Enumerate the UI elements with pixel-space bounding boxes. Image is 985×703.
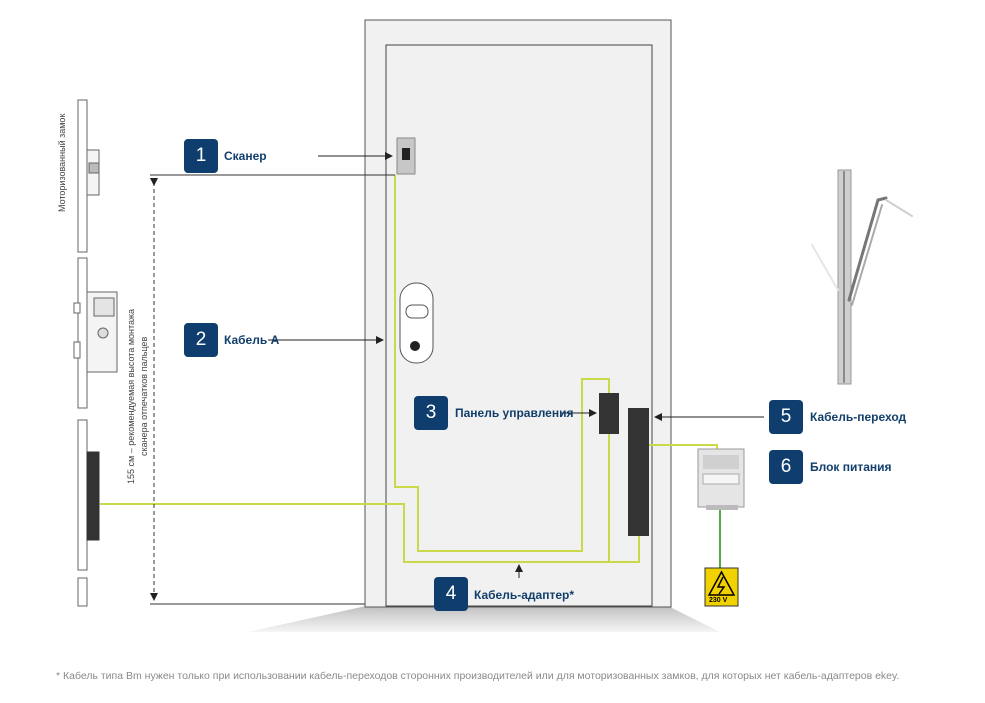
callout-badge-3: 3 [414,396,448,430]
control-panel-device [599,393,619,434]
footnote: * Кабель типа Bm нужен только при исполь… [56,670,900,682]
voltage-label: 230 V [709,597,728,604]
callout-label-power-supply: Блок питания [810,460,892,474]
callout-label-control-panel: Панель управления [455,406,574,420]
cables [100,175,721,569]
callout-badge-5: 5 [769,400,803,434]
cable-transition-device [628,408,649,536]
callout-arrows [268,152,764,578]
callout-badge-2: 2 [184,323,218,357]
callout-badge-6: 6 [769,450,803,484]
door-handle [399,282,434,364]
motorized-lock [73,99,118,607]
callout-label-cable-adapter: Кабель-адаптер* [474,588,574,602]
lock-product-photo [811,169,913,385]
callout-label-cable-transition: Кабель-переход [810,410,907,424]
lock-label: Моторизованный замок [57,113,67,212]
height-label-line1: 155 см – рекомендуемая высота монтажа [126,308,136,484]
floor-shadow [248,606,720,632]
callout-badge-4: 4 [434,577,468,611]
callout-badge-1: 1 [184,139,218,173]
height-label-line2: сканера отпечатков пальцев [139,336,149,456]
callout-label-cable-a: Кабель А [224,333,280,347]
callout-label-scanner: Сканер [224,149,267,163]
power-supply-device [697,448,745,510]
